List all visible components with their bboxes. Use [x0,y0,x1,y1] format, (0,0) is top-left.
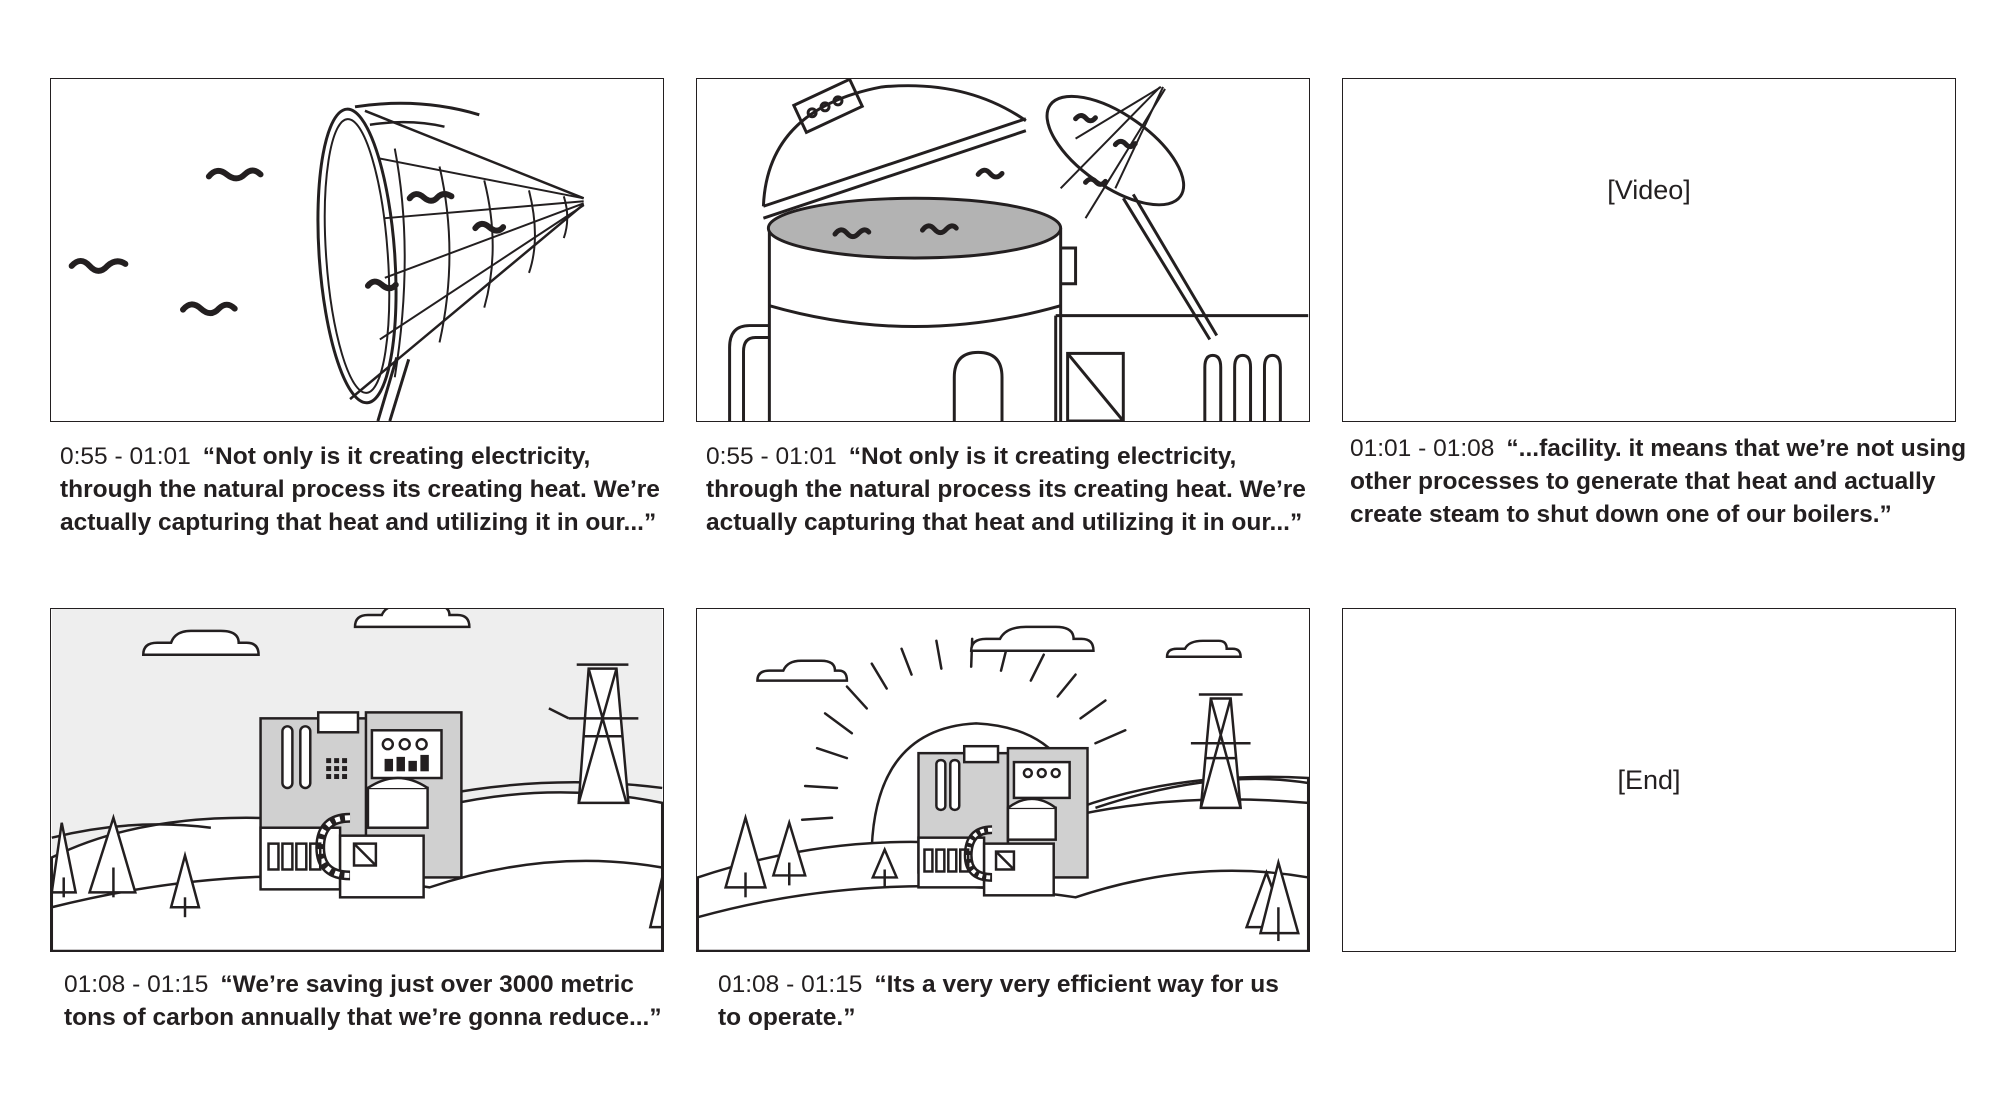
heat-capture-tank-illustration [728,79,1309,421]
frame-4-caption: 01:08 - 01:15“We’re saving just over 300… [64,968,684,1034]
frame-2-timecode: 0:55 - 01:01 [706,443,837,470]
frame-3-quote: “...facility. it means that we’re not us… [1350,435,1967,528]
frame-2-caption: 0:55 - 01:01“Not only is it creating ele… [706,440,1326,539]
storyboard-frame-3: [Video] [1342,78,1956,422]
end-placeholder: [End] [1617,764,1681,795]
net-catching-heat-illustration [68,101,585,421]
factory-sunrise-illustration [697,609,1309,951]
frame-1-timecode: 0:55 - 01:01 [60,443,191,470]
video-placeholder: [Video] [1607,174,1691,205]
storyboard-frame-2 [696,78,1310,422]
frame-1-quote: “Not only is it creating electricity, th… [60,443,660,536]
storyboard-frame-1 [50,78,664,422]
storyboard-frame-5 [696,608,1310,952]
frame-3-timecode: 01:01 - 01:08 [1350,435,1495,462]
frame-5-quote: “Its a very very efficient way for us to… [718,971,1279,1031]
storyboard-frame-4 [50,608,664,952]
factory-landscape-illustration [51,609,663,951]
frame-4-quote: “We’re saving just over 3000 metric tons… [64,971,662,1031]
frame-1-caption: 0:55 - 01:01“Not only is it creating ele… [60,440,680,539]
frame-5-timecode: 01:08 - 01:15 [718,971,863,998]
storyboard-frame-6: [End] [1342,608,1956,952]
frame-2-quote: “Not only is it creating electricity, th… [706,443,1306,536]
frame-4-timecode: 01:08 - 01:15 [64,971,209,998]
frame-3-caption: 01:01 - 01:08“...facility. it means that… [1350,432,1970,531]
frame-5-caption: 01:08 - 01:15“Its a very very efficient … [718,968,1298,1034]
